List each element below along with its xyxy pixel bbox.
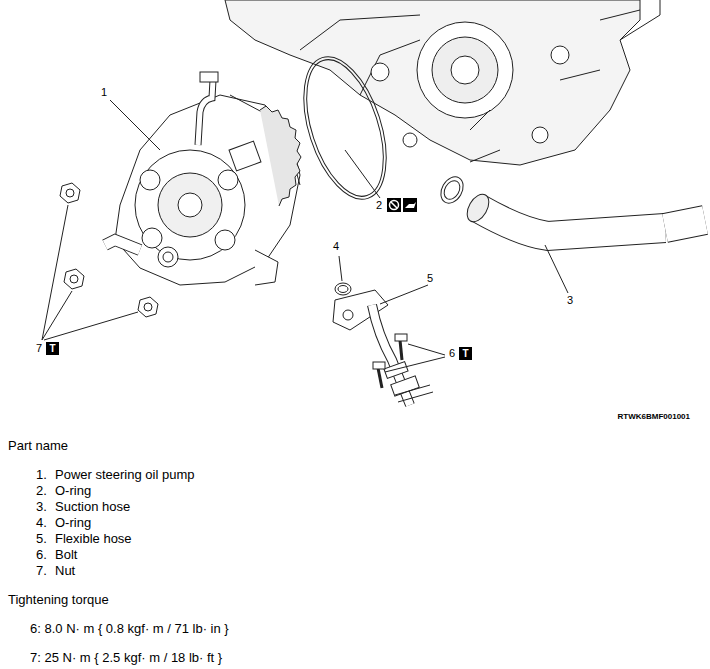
torque-spec: 6: 8.0 N· m { 0.8 kgf· m / 71 lb· in }	[30, 621, 229, 637]
list-number: 1.	[36, 467, 47, 483]
callout-number: 7	[36, 342, 42, 355]
torque-icon-letter: T	[459, 347, 472, 360]
section-heading: Part name	[8, 438, 68, 454]
torque-spec: 7: 25 N· m { 2.5 kgf· m / 18 lb· ft }	[30, 650, 222, 666]
list-number: 2.	[36, 483, 47, 499]
list-number: 5.	[36, 531, 47, 547]
callout-number: 3	[567, 294, 573, 307]
part-name: Power steering oil pump	[55, 467, 194, 483]
callout-number: 5	[427, 272, 433, 285]
list-number: 3.	[36, 499, 47, 515]
section-heading: Tightening torque	[8, 592, 109, 608]
part-name: Flexible hose	[55, 531, 132, 547]
list-number: 7.	[36, 563, 47, 579]
callout-number: 2	[376, 199, 382, 212]
list-number: 4.	[36, 515, 47, 531]
part-name: Suction hose	[55, 499, 130, 515]
callout-number: 4	[333, 240, 339, 253]
part-name: O-ring	[55, 483, 91, 499]
part-name: O-ring	[55, 515, 91, 531]
part-name: Bolt	[55, 547, 77, 563]
part-name: Nut	[55, 563, 75, 579]
callout-number: 1	[101, 86, 107, 99]
callout-number: 6	[449, 347, 455, 360]
torque-icon-letter: T	[46, 342, 59, 355]
list-number: 6.	[36, 547, 47, 563]
figure-code: RTWK6BMF001001	[618, 412, 690, 422]
